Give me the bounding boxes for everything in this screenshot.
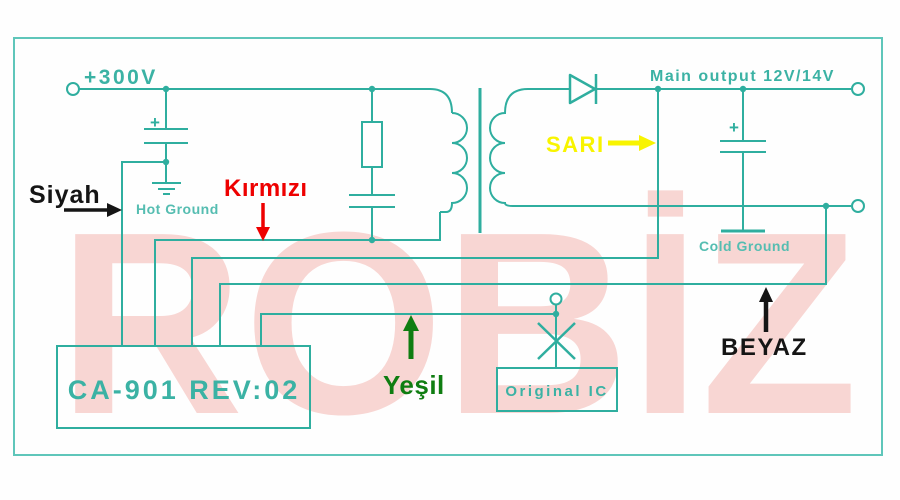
sari-arrow-head: [639, 135, 656, 151]
junction-dot: [162, 158, 170, 166]
kirmizi-wire: [154, 212, 441, 346]
top-rail-wire: [79, 88, 453, 114]
beyaz-wire: [219, 206, 827, 346]
input-cap-polarity: +: [150, 113, 160, 132]
output-cap-polarity: +: [729, 118, 739, 137]
junction-dot: [368, 236, 376, 244]
siyah-arrow-head: [107, 203, 122, 217]
junction-dot: [739, 85, 747, 93]
junction-dot: [162, 85, 170, 93]
diode-triangle: [568, 73, 597, 105]
junction-dot: [654, 85, 662, 93]
beyaz-arrow-head: [759, 287, 773, 302]
kirmizi-arrow-head: [256, 227, 270, 241]
junction-dots: [162, 85, 830, 318]
cold-ground-label: Cold Ground: [699, 238, 790, 254]
output-terminal-ground: [851, 199, 865, 213]
output-capacitor: [720, 89, 766, 231]
yesil-arrow-head: [403, 315, 419, 331]
watermark-text: ROBİZ: [58, 179, 858, 469]
input-terminal: [66, 82, 80, 96]
sari-wire: [191, 89, 659, 346]
original-ic-label: Original IC: [505, 383, 608, 400]
ic-pin-circle: [549, 292, 563, 306]
snubber-wires: [349, 89, 395, 240]
sari-label: SARI: [546, 132, 605, 157]
junction-dot: [368, 85, 376, 93]
hot-ground-label: Hot Ground: [136, 201, 219, 217]
kirmizi-label: Kırmızı: [224, 175, 308, 202]
yesil-wire: [260, 313, 556, 346]
siyah-label: Siyah: [29, 181, 101, 209]
board-label: CA-901 REV:02: [68, 375, 301, 405]
ic-cut-x-mark: [537, 322, 576, 360]
hot-ground-symbol: [152, 182, 181, 195]
board-box: [56, 345, 311, 429]
output-terminal-positive: [851, 82, 865, 96]
yesil-label: Yeşil: [383, 370, 445, 400]
siyah-wire: [121, 161, 166, 346]
junction-dot: [552, 310, 560, 318]
main-output-label: Main output 12V/14V: [650, 68, 835, 85]
beyaz-label: BEYAZ: [721, 334, 808, 361]
transformer-secondary-winding: [489, 88, 851, 207]
diagram-border: [13, 37, 883, 456]
junction-dot: [822, 202, 830, 210]
input-capacitor: [144, 89, 188, 183]
input-voltage-label: +300V: [84, 66, 158, 89]
snubber-resistor: [361, 121, 383, 168]
transformer-primary-winding: [440, 112, 468, 213]
original-ic-box: [496, 367, 618, 412]
